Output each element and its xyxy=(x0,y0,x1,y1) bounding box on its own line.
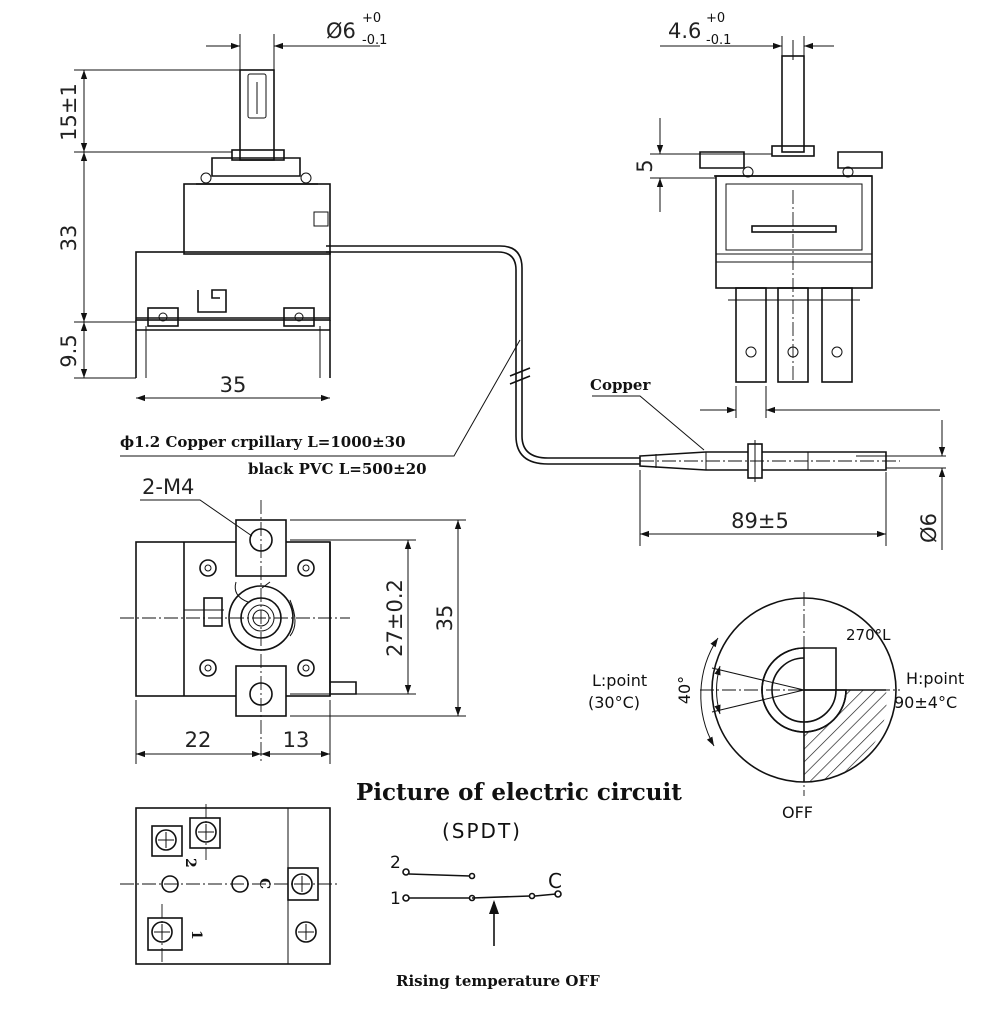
dial-view: 270°L L:point (30°C) 40° H:point 90±4°C … xyxy=(588,592,964,822)
dim-shaft-dia: Ø6 xyxy=(326,19,356,43)
circuit-diagram: Picture of electric circuit (SPDT) 2 1 C… xyxy=(356,779,682,990)
dim-collar-height: 5 xyxy=(633,159,657,172)
dim-shaft-flat-upper: +0 xyxy=(706,11,725,26)
dial-l-point: L:point xyxy=(592,671,647,690)
bottom-view: 2-M4 27±0.2 35 22 13 xyxy=(120,475,466,764)
front-view: 15±1 33 9.5 35 Ø6 +0 -0.1 xyxy=(57,11,445,402)
circuit-title: Picture of electric circuit xyxy=(356,779,682,806)
mark-terminal-c: C xyxy=(256,878,272,889)
side-view: 4.6 +0 -0.1 5 xyxy=(633,11,940,418)
dim-offset-right: 13 xyxy=(283,728,310,752)
label-copper: Copper xyxy=(590,376,651,394)
dim-hole-spacing: 27±0.2 xyxy=(383,579,407,657)
dim-base-height: 9.5 xyxy=(57,334,81,367)
mark-terminal-2: 2 xyxy=(182,858,198,868)
terminal-view: 2 C 1 xyxy=(120,804,340,965)
dim-offset-left: 22 xyxy=(185,728,212,752)
dim-bulb-length: 89±5 xyxy=(731,509,789,533)
dim-shaft-flat: 4.6 xyxy=(668,19,701,43)
dim-shaft-flat-lower: -0.1 xyxy=(706,33,731,48)
dim-body-height: 33 xyxy=(57,225,81,252)
circuit-terminal-1: 1 xyxy=(390,889,401,909)
rising-temperature: Rising temperature OFF xyxy=(396,972,600,990)
mark-terminal-1: 1 xyxy=(188,930,204,940)
dim-shaft-dia-upper: +0 xyxy=(362,11,381,26)
dim-bulb-dia: Ø6 xyxy=(917,513,941,543)
dim-plate-height: 35 xyxy=(433,605,457,632)
label-pvc: black PVC L=500±20 xyxy=(248,460,427,478)
label-mount-thread: 2-M4 xyxy=(142,475,194,499)
dial-h-point-temp: 90±4°C xyxy=(894,693,957,712)
dim-body-width: 35 xyxy=(220,373,247,397)
label-capillary: ϕ1.2 Copper crpillary L=1000±30 xyxy=(120,433,406,451)
dial-h-point: H:point xyxy=(906,669,964,688)
circuit-terminal-c: C xyxy=(548,869,562,893)
dim-shaft-dia-lower: -0.1 xyxy=(362,33,387,48)
capillary-and-bulb: 89±5 Ø6 Copper ϕ1.2 Copper crpillary L=1… xyxy=(120,245,946,550)
dim-shaft-length: 15±1 xyxy=(57,83,81,141)
circuit-terminal-2: 2 xyxy=(390,853,401,873)
dial-l-point-temp: (30°C) xyxy=(588,693,640,712)
circuit-type: (SPDT) xyxy=(442,819,522,843)
dial-off: OFF xyxy=(782,803,813,822)
dial-rotation: 270°L xyxy=(846,626,891,644)
dial-angle: 40° xyxy=(675,676,694,704)
